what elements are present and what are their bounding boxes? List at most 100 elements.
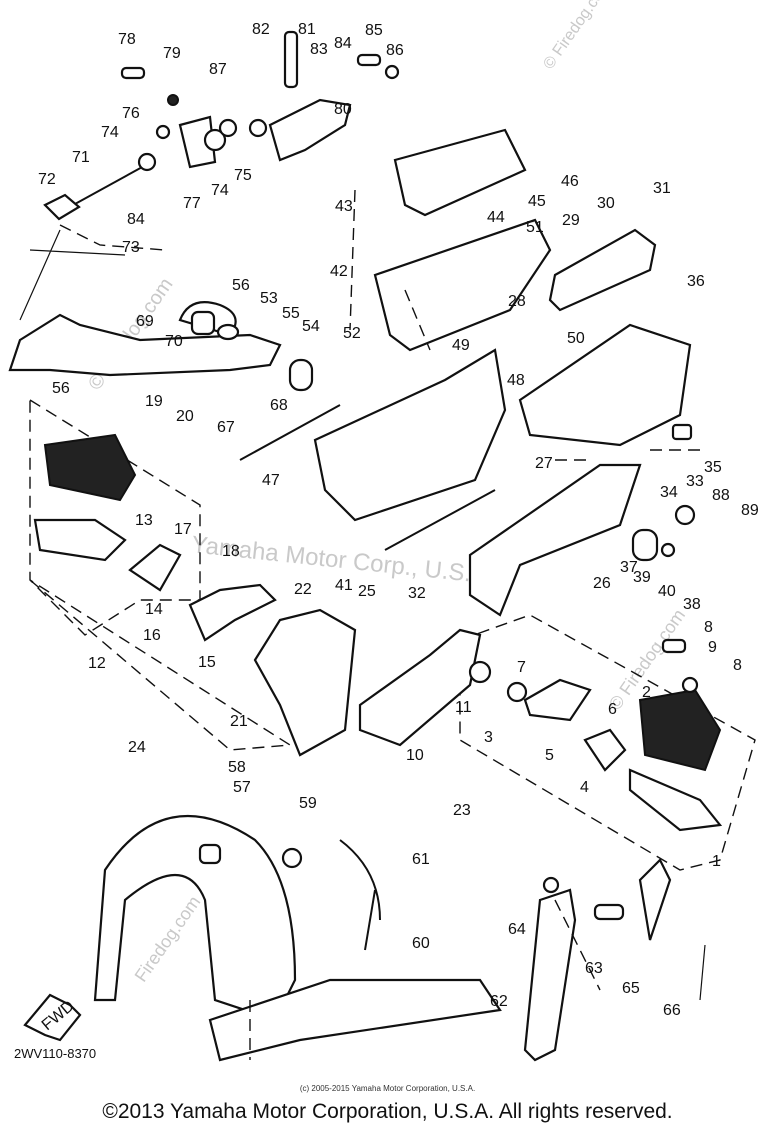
callout-75: 75 [234,167,252,184]
callout-41: 41 [335,577,353,594]
callout-36: 36 [687,273,705,290]
callout-55: 55 [282,305,300,322]
callout-47: 47 [262,472,280,489]
callout-27: 27 [535,455,553,472]
callout-80: 80 [334,101,352,118]
callout-49: 49 [452,337,470,354]
callout-2: 2 [642,684,651,701]
watermark-site-top-right: © Firedog.com [540,0,614,73]
callout-66: 66 [663,1002,681,1019]
callout-11: 11 [455,699,472,716]
callout-72: 72 [38,171,56,188]
callout-43: 43 [335,198,353,215]
callout-21: 21 [230,713,248,730]
callout-48: 48 [507,372,525,389]
callout-50: 50 [567,330,585,347]
callout-56a: 56 [232,277,250,294]
callout-22: 22 [294,581,312,598]
left-footrest-group [29,398,357,757]
callout-81: 81 [298,21,316,38]
watermark-site-bottom: Firedog.com [131,892,205,985]
callout-68: 68 [270,397,288,414]
callout-76: 76 [122,105,140,122]
callout-84b: 84 [127,211,145,228]
callout-9: 9 [708,639,717,656]
callout-16: 16 [143,627,161,644]
callout-52: 52 [343,325,361,342]
callout-12: 12 [88,655,106,672]
callout-38: 38 [683,596,701,613]
callout-45: 45 [528,193,546,210]
callout-56b: 56 [52,380,70,397]
callout-7: 7 [517,659,526,676]
callout-10: 10 [406,747,424,764]
diagram-code: 2WV110-8370 [14,1046,97,1061]
callout-6: 6 [608,701,617,718]
rear-footrest-bracket [239,128,552,522]
callout-labels: 1 2 3 4 5 6 7 8 8 9 10 11 12 13 14 15 16… [38,21,759,1019]
callout-57: 57 [233,779,251,796]
callout-13: 13 [135,512,153,529]
callout-79: 79 [163,45,181,62]
callout-58: 58 [228,759,246,776]
callout-25: 25 [358,583,376,600]
callout-19: 19 [145,393,163,410]
callout-18: 18 [222,543,240,560]
callout-69: 69 [136,313,154,330]
callout-32: 32 [408,585,426,602]
callout-23: 23 [453,802,471,819]
callout-59: 59 [299,795,317,812]
brake-pedal-group [8,159,314,392]
callout-74a: 74 [101,124,119,141]
callout-85: 85 [365,22,383,39]
callout-73: 73 [122,239,140,256]
callout-5: 5 [545,747,554,764]
callout-89: 89 [741,502,759,519]
callout-20: 20 [176,408,194,425]
callout-28: 28 [508,293,526,310]
callout-70: 70 [165,333,183,350]
callout-8a: 8 [704,619,713,636]
footer-copyright: ©2013 Yamaha Motor Corporation, U.S.A. A… [102,1100,673,1123]
callout-30: 30 [597,195,615,212]
callout-77: 77 [183,195,201,212]
callout-60: 60 [412,935,430,952]
callout-17: 17 [174,521,192,538]
main-stand-group [93,815,706,1062]
callout-4: 4 [580,779,589,796]
callout-37: 37 [620,559,638,576]
callout-24: 24 [128,739,146,756]
right-footrest-group [358,614,756,871]
callout-44: 44 [487,209,505,226]
callout-62: 62 [490,993,508,1010]
callout-8b: 8 [733,657,742,674]
forward-arrow-icon: FWD [23,993,82,1042]
callout-15: 15 [198,654,216,671]
callout-3: 3 [484,729,493,746]
right-footrest-bracket [384,228,696,617]
callout-1: 1 [712,853,721,870]
callout-33: 33 [686,473,704,490]
callout-86: 86 [386,42,404,59]
callout-67: 67 [217,419,235,436]
callout-82: 82 [252,21,270,38]
callout-39: 39 [633,569,651,586]
callout-51: 51 [526,219,544,236]
leader-lines [59,189,700,1060]
callout-42: 42 [330,263,348,280]
callout-34: 34 [660,484,678,501]
callout-53: 53 [260,290,278,307]
callout-84a: 84 [334,35,352,52]
callout-14: 14 [145,601,163,618]
callout-29: 29 [562,212,580,229]
callout-71: 71 [72,149,90,166]
callout-40: 40 [658,583,676,600]
callout-78: 78 [118,31,136,48]
callout-74b: 74 [211,182,229,199]
callout-87: 87 [209,61,227,78]
callout-63: 63 [585,960,603,977]
callout-46: 46 [561,173,579,190]
shift-linkage-group [120,30,400,172]
callout-61: 61 [412,851,430,868]
